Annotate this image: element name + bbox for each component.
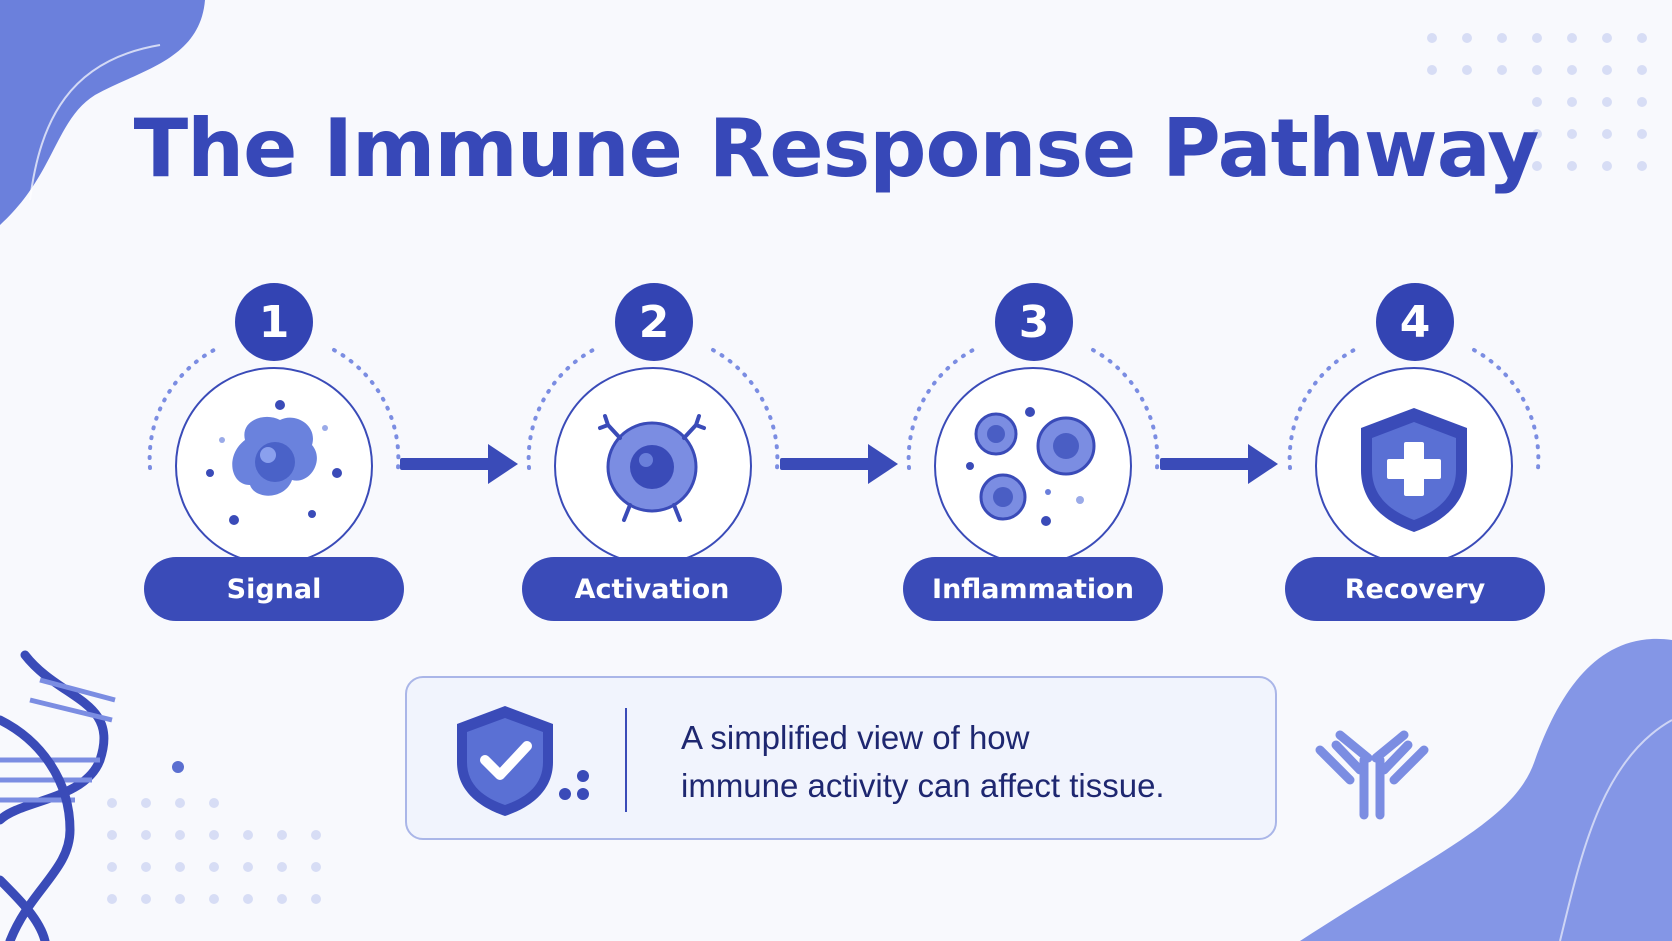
dot-grid-bottom-left: [107, 798, 321, 904]
note-line-1: A simplified view of how: [681, 719, 1030, 756]
step-1-label: Signal: [144, 557, 404, 621]
note-divider: [625, 708, 627, 812]
dna-helix-decoration: [0, 650, 116, 941]
note-box: A simplified view of how immune activity…: [405, 676, 1277, 840]
shield-plus-icon: [1361, 408, 1467, 532]
inflammation-cells-icon: [966, 407, 1096, 526]
arrow-2-3: [780, 444, 898, 484]
step-4-badge: 4: [1376, 283, 1454, 361]
note-line-2: immune activity can affect tissue.: [681, 767, 1165, 804]
arrow-1-2: [400, 444, 518, 484]
note-text: A simplified view of how immune activity…: [681, 714, 1251, 810]
cell-signal-icon: [206, 400, 342, 525]
bottom-right-blob-decoration: [1300, 638, 1672, 941]
step-1-badge: 1: [235, 283, 313, 361]
step-2-label: Activation: [522, 557, 782, 621]
step-3-label: Inflammation: [903, 557, 1163, 621]
top-left-blob-decoration: [0, 0, 205, 225]
arrow-3-4: [1160, 444, 1278, 484]
activated-cell-icon: [598, 414, 706, 522]
page-title: The Immune Response Pathway: [133, 102, 1540, 195]
step-2-badge: 2: [615, 283, 693, 361]
step-4-label: Recovery: [1285, 557, 1545, 621]
antibody-arms: [1315, 740, 1429, 785]
accent-dot: [172, 761, 184, 773]
shield-check-icon: [457, 706, 589, 816]
step-3-badge: 3: [995, 283, 1073, 361]
step-3-ring: [906, 348, 1160, 565]
dot-grid-top-right: [1427, 33, 1647, 171]
